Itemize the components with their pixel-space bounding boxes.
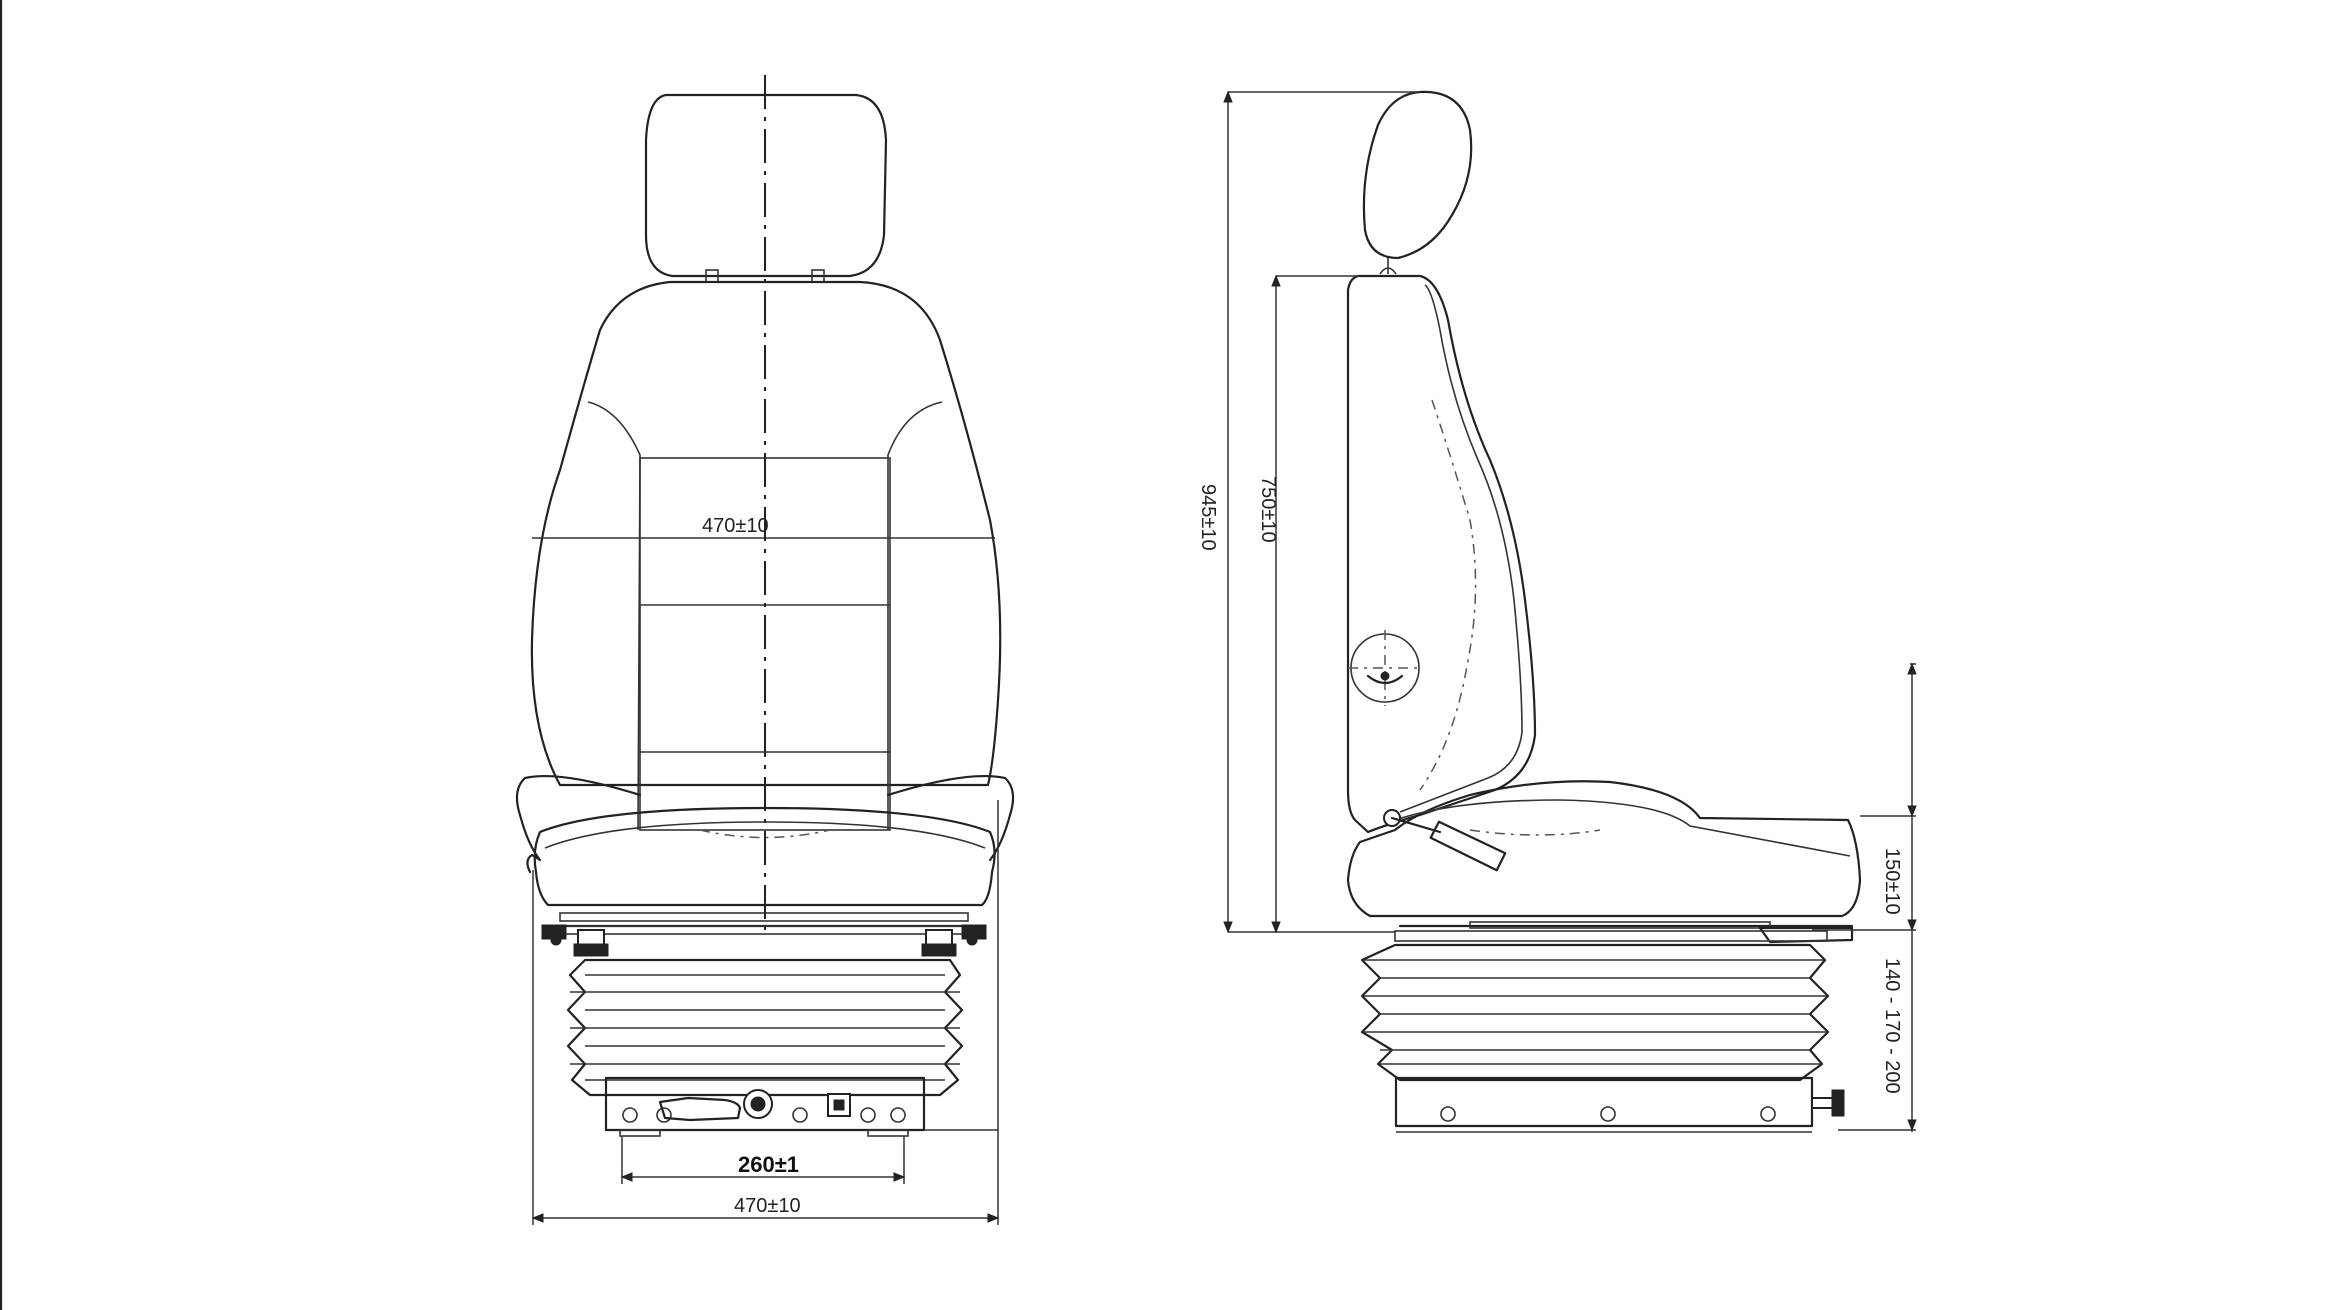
side-backrest-outer <box>1346 274 1537 834</box>
side-backrest-inner-seam <box>1399 284 1523 813</box>
front-bolster-right <box>887 401 943 830</box>
dim-arrow <box>620 1172 633 1182</box>
backrest-height-label: 750±10 <box>1257 476 1279 543</box>
front-base-foot-left <box>619 1129 661 1137</box>
adjuster-spacing-label: 260±1 <box>738 1152 799 1177</box>
front-base-box <box>604 1076 926 1132</box>
base-width-label: 470±10 <box>734 1195 801 1217</box>
recline-lever-icon <box>1383 809 1507 872</box>
side-headrest-post-cap <box>1379 267 1397 275</box>
side-backrest-contour <box>1419 399 1477 791</box>
cushion-height-label: 150±10 <box>1881 848 1903 915</box>
backrest-width-label: 470±10 <box>702 515 769 537</box>
side-base-bolt-1 <box>1440 1106 1456 1122</box>
front-cushion-right-wing <box>886 774 1015 862</box>
front-base-bolt-4 <box>860 1107 876 1123</box>
front-headrest <box>644 93 888 278</box>
dim-arrow <box>1907 1119 1917 1132</box>
side-seat-pan <box>1394 930 1828 942</box>
front-backrest-shell <box>530 280 1002 787</box>
front-cushion-contour <box>699 829 831 839</box>
dim-arrow <box>1907 805 1917 818</box>
front-cushion-left-wing <box>515 774 642 874</box>
side-cushion-contour <box>1469 829 1601 836</box>
side-base-bolt-2 <box>1600 1106 1616 1122</box>
side-rail-slider <box>1469 921 1771 929</box>
dim-arrow <box>893 1172 906 1182</box>
suspension-stroke-label: 140 - 170 - 200 <box>1881 958 1903 1094</box>
side-base-bolt-3 <box>1760 1106 1776 1122</box>
dim-arrow <box>987 1213 1000 1223</box>
front-bolster-left <box>587 401 641 831</box>
front-base-bolt-1 <box>622 1107 638 1123</box>
front-base-foot-right <box>867 1129 909 1137</box>
dim-arrow <box>1907 662 1917 675</box>
side-slide-handle <box>1758 926 1854 944</box>
dim-arrow <box>1271 921 1281 934</box>
front-seat-cushion <box>533 806 996 907</box>
dim-arrow <box>531 1213 544 1223</box>
side-suspension-bellows <box>1360 943 1830 1082</box>
side-cushion-seam <box>1389 799 1851 857</box>
weight-adjustment-handle-icon <box>658 1089 773 1122</box>
front-base-bolt-3 <box>792 1107 808 1123</box>
dim-arrow <box>1907 919 1917 932</box>
side-view: 945±10 750±10 150±10 140 - 170 - 200 <box>1197 90 1917 1133</box>
height-adjust-knob-icon <box>1811 1089 1845 1117</box>
front-view: 470±10 <box>515 75 1015 1225</box>
front-rail-clamp-left <box>541 924 609 957</box>
side-headrest <box>1362 90 1473 260</box>
dim-arrow <box>1223 90 1233 103</box>
dim-arrow <box>1271 274 1281 287</box>
side-seat-cushion <box>1346 780 1862 918</box>
front-rail-clamp-right <box>921 924 987 957</box>
height-switch-icon <box>827 1093 851 1117</box>
front-base-bolt-2 <box>656 1107 672 1123</box>
front-base-bolt-5 <box>890 1107 906 1123</box>
lumbar-adjust-knob-icon <box>1348 630 1422 706</box>
overall-height-label: 945±10 <box>1197 484 1219 551</box>
dim-arrow <box>1223 921 1233 934</box>
